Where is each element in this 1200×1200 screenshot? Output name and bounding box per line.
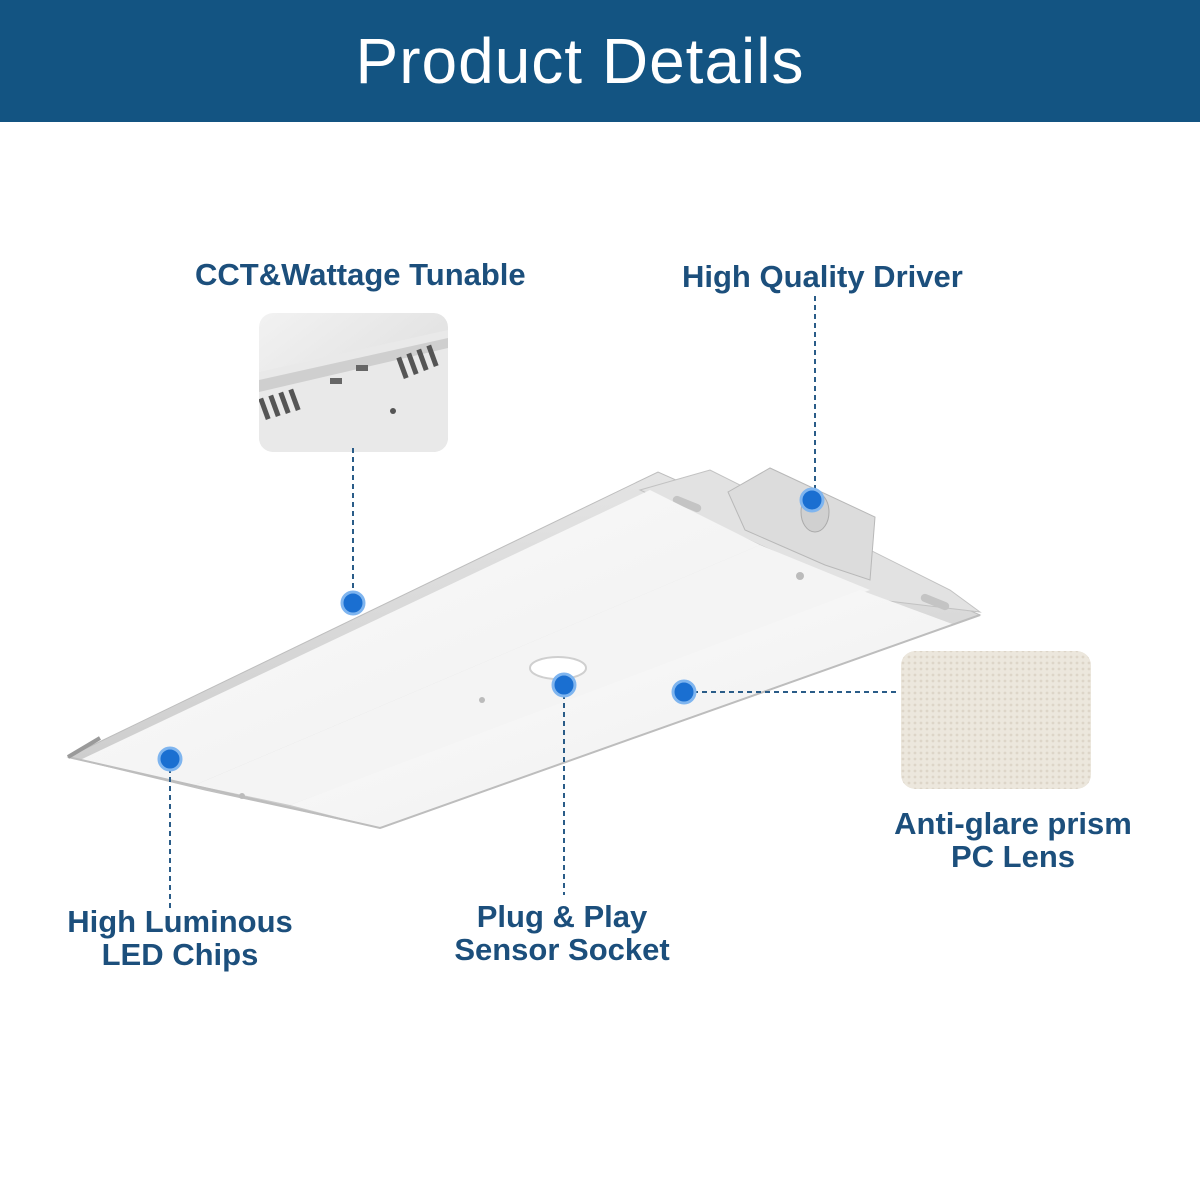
callout-chips-line2: LED Chips [101,937,259,972]
marker-chips [157,746,183,772]
lens-texture-thumbnail [901,651,1091,789]
callout-lens-line1: Anti-glare prism [894,806,1132,841]
marker-sensor [551,672,577,698]
mounting-bracket [727,467,876,581]
callout-led-chips: High Luminous LED Chips [60,905,300,971]
callout-chips-line1: High Luminous [67,904,293,939]
led-panel-left [80,490,760,785]
callout-lens-line2: PC Lens [950,839,1076,874]
callout-cct-tunable: CCT&Wattage Tunable [195,258,526,291]
center-strip [195,545,870,805]
callout-cct-text: CCT&Wattage Tunable [195,257,526,292]
led-panel-right [290,590,955,828]
callout-sensor-line2: Sensor Socket [454,932,670,967]
cct-switch-thumbnail [259,313,448,452]
title-banner: Product Details [0,0,1200,122]
leader-lines [169,296,900,910]
page-title: Product Details [355,25,805,97]
callout-driver-text: High Quality Driver [682,259,963,294]
marker-lens [671,679,697,705]
callout-lens: Anti-glare prism PC Lens [888,807,1138,873]
callout-driver: High Quality Driver [682,260,963,293]
callout-sensor-line1: Plug & Play [476,899,648,934]
callout-markers [157,487,825,772]
marker-driver [799,487,825,513]
high-bay-fixture [66,467,982,830]
marker-cct [340,590,366,616]
callout-sensor-socket: Plug & Play Sensor Socket [442,900,682,966]
